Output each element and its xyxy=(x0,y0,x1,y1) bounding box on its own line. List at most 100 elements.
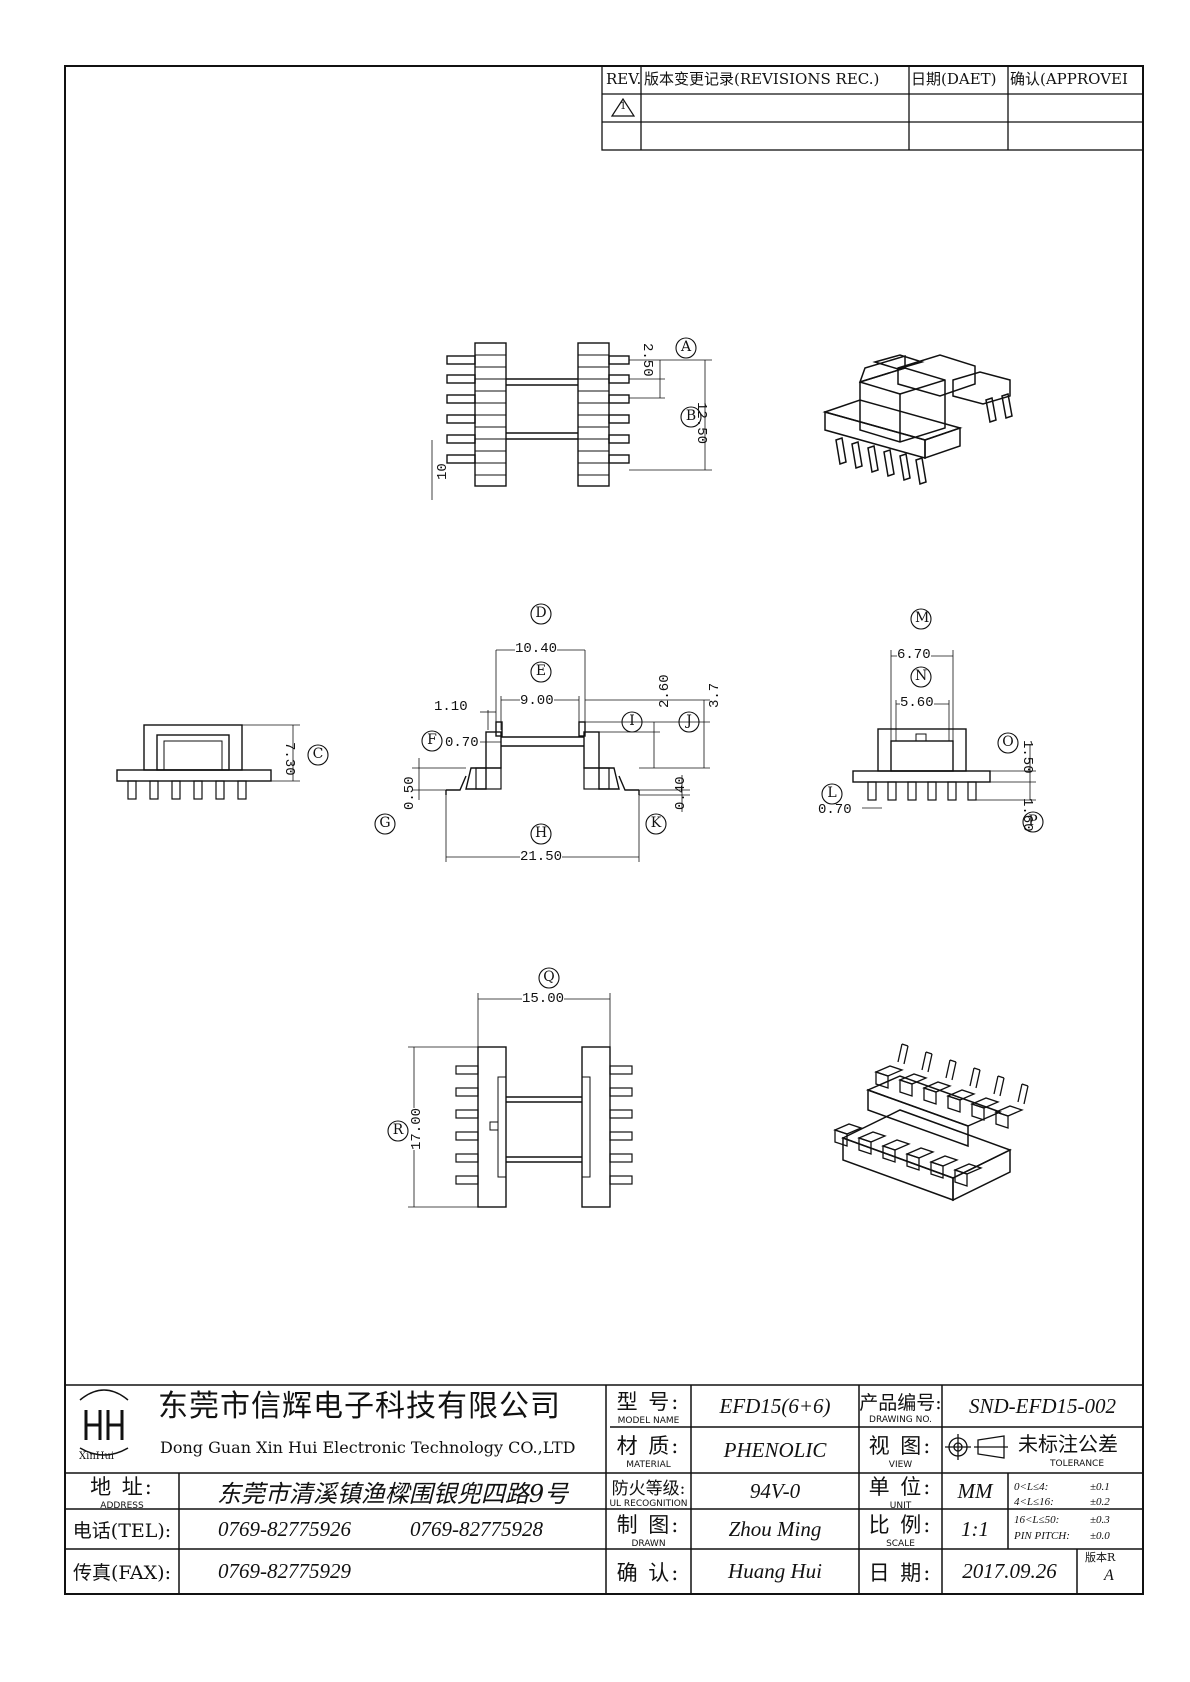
dim-j: 3.7 xyxy=(707,682,723,708)
top-view xyxy=(431,342,712,500)
iso-view-top xyxy=(822,354,1013,485)
balloon-h: H xyxy=(535,825,548,841)
tolerance-range-4: PIN PITCH: xyxy=(1014,1530,1070,1542)
scale-label-cell: 比 例: SCALE xyxy=(859,1509,942,1549)
sheet-border xyxy=(64,65,1144,1595)
view-label-cell: 视 图: VIEW xyxy=(859,1427,942,1473)
unit-value: MM xyxy=(957,1478,993,1503)
dim-a: 2.50 xyxy=(639,343,655,377)
iso-view-bottom xyxy=(833,1043,1029,1202)
address-label-cell: 地 址: ADDRESS xyxy=(65,1473,179,1511)
dim-r: 17.00 xyxy=(409,1107,425,1150)
bottom-view xyxy=(408,993,633,1208)
dim-f: 0.70 xyxy=(445,735,479,751)
date-label: 日 期: xyxy=(868,1560,933,1585)
ul-label: 防火等级: xyxy=(611,1478,686,1499)
scale-value: 1:1 xyxy=(961,1516,989,1541)
dim-n: 5.60 xyxy=(900,695,934,711)
address-value: 东莞市清溪镇渔樑围银兜四路9号 xyxy=(216,1479,569,1508)
projection-symbol-icon xyxy=(945,1434,1008,1460)
confirm-label-cell: 确 认: xyxy=(606,1549,691,1594)
balloon-markers xyxy=(307,337,1044,1142)
tolerance-range-1: 0<L≤4: xyxy=(1014,1481,1049,1493)
dim-k: 0.40 xyxy=(673,776,689,810)
drawn-label-en: DRAWN xyxy=(631,1539,666,1549)
balloon-l: L xyxy=(827,785,837,801)
ul-value: 94V-0 xyxy=(749,1478,801,1503)
balloon-o: O xyxy=(1002,734,1014,750)
model-label-cell: 型 号: MODEL NAME xyxy=(606,1385,691,1427)
rev-header-rev: REV. xyxy=(606,70,642,88)
company-name-en: Dong Guan Xin Hui Electronic Technology … xyxy=(160,1438,576,1457)
dim-c: 7.30 xyxy=(281,742,297,776)
tolerance-value-1: ±0.1 xyxy=(1090,1481,1110,1493)
tel-2: 0769-82775928 xyxy=(410,1517,543,1541)
balloon-j: J xyxy=(686,713,692,729)
rev-header-approve: 确认(APPROVEI xyxy=(1010,70,1128,88)
company-name-cn: 东莞市信辉电子科技有限公司 xyxy=(158,1389,561,1424)
unit-label-en: UNIT xyxy=(889,1501,912,1511)
balloon-q: Q xyxy=(543,969,555,985)
dim-g: 0.50 xyxy=(402,776,418,810)
drawing-no-value: SND-EFD15-002 xyxy=(969,1393,1116,1418)
revision-triangle-icon xyxy=(610,97,636,117)
balloon-f: F xyxy=(427,732,437,748)
model-label: 型 号: xyxy=(616,1390,681,1414)
version-value: A xyxy=(1104,1567,1114,1584)
dim-e: 9.00 xyxy=(520,693,554,709)
material-value: PHENOLIC xyxy=(723,1437,827,1462)
view-label-en: VIEW xyxy=(888,1460,913,1470)
balloon-a: A xyxy=(680,339,692,355)
tolerance-range-3: 16<L≤50: xyxy=(1014,1514,1060,1526)
dim-m: 6.70 xyxy=(897,647,931,663)
revision-table xyxy=(601,65,1144,151)
balloon-n: N xyxy=(915,668,928,684)
tel-1: 0769-82775926 xyxy=(218,1517,351,1541)
scale-label: 比 例: xyxy=(868,1513,933,1537)
front-view-center xyxy=(412,649,710,862)
tolerance-value-3: ±0.3 xyxy=(1090,1514,1110,1526)
drawing-no-label: 产品编号: xyxy=(859,1391,942,1414)
rev-row-1-rev: 1 xyxy=(620,101,627,112)
dim-i: 2.60 xyxy=(657,674,673,708)
dim-o: 1.50 xyxy=(1019,740,1035,774)
fax-value: 0769-82775929 xyxy=(218,1559,351,1583)
date-value: 2017.09.26 xyxy=(962,1559,1057,1583)
material-label-en: MATERIAL xyxy=(626,1460,671,1470)
address-label-en: ADDRESS xyxy=(100,1501,144,1511)
tolerance-value-4: ±0.0 xyxy=(1090,1530,1110,1542)
rev-header-date: 日期(DAET) xyxy=(911,70,997,88)
company-logo xyxy=(79,1389,129,1456)
tolerance-title-en: TOLERANCE xyxy=(1050,1459,1105,1469)
drawing-no-label-cell: 产品编号: DRAWING NO. xyxy=(859,1385,942,1427)
balloon-m: M xyxy=(915,610,930,626)
date-label-cell: 日 期: xyxy=(859,1549,942,1594)
rev-header-record: 版本变更记录(REVISIONS REC.) xyxy=(644,70,880,88)
logo-text: XinHui xyxy=(79,1451,115,1462)
balloon-d: D xyxy=(535,605,547,621)
confirm-label: 确 认: xyxy=(616,1560,681,1585)
address-label: 地 址: xyxy=(90,1475,154,1499)
unit-label-cell: 单 位: UNIT xyxy=(859,1473,942,1511)
dim-a-left: 10 xyxy=(435,463,451,480)
side-view-left xyxy=(116,724,300,800)
dim-q: 15.00 xyxy=(522,991,565,1007)
view-label: 视 图: xyxy=(868,1434,933,1458)
model-value: EFD15(6+6) xyxy=(719,1393,831,1418)
scale-label-en: SCALE xyxy=(886,1539,915,1549)
balloon-k: K xyxy=(650,815,662,831)
balloon-e: E xyxy=(535,663,547,679)
unit-label: 单 位: xyxy=(868,1475,933,1499)
side-view-right xyxy=(852,650,1036,809)
drawn-label-cell: 制 图: DRAWN xyxy=(606,1509,691,1549)
fax-label: 传真(FAX): xyxy=(72,1562,171,1584)
ul-label-cell: 防火等级: UL RECOGNITION xyxy=(606,1473,691,1509)
balloon-p: P xyxy=(1028,813,1038,829)
title-block-grid xyxy=(65,1384,1143,1594)
confirm-value: Huang Hui xyxy=(728,1559,822,1583)
balloon-g: G xyxy=(379,815,391,831)
drawn-label: 制 图: xyxy=(616,1513,681,1537)
ul-label-en: UL RECOGNITION xyxy=(609,1498,688,1509)
drawing-no-label-en: DRAWING NO. xyxy=(869,1414,932,1425)
